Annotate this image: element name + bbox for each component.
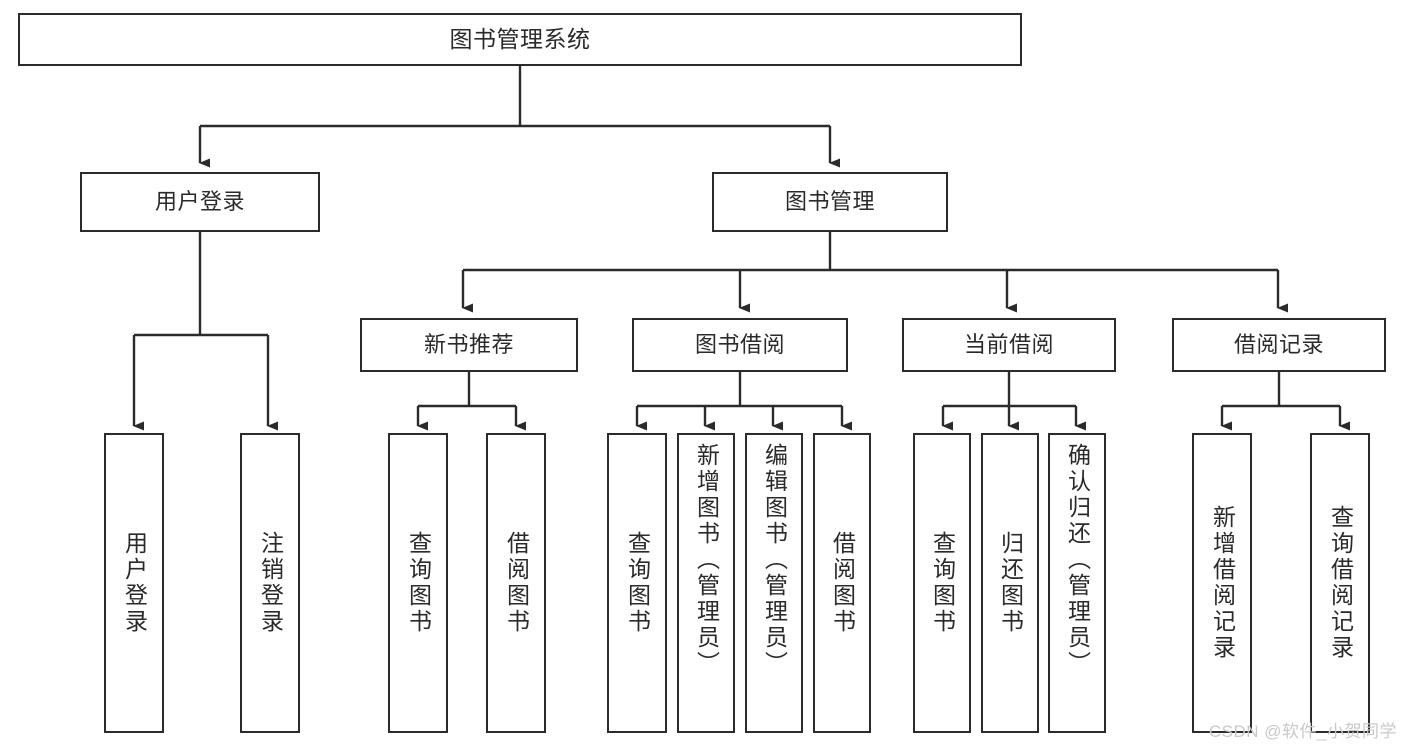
node-label: 查询借阅记录	[1327, 505, 1354, 661]
leaf-borrow-book[interactable]: 借阅图书	[813, 433, 871, 733]
leaf-confirm-return-admin[interactable]: 确认归还（管理员）	[1048, 433, 1106, 733]
node-label: 用户登录	[121, 531, 148, 635]
node-current-borrow[interactable]: 当前借阅	[902, 318, 1116, 372]
node-label: 图书管理	[784, 189, 875, 215]
leaf-borrow-book-recommend[interactable]: 借阅图书	[486, 433, 546, 733]
node-label: 图书借阅	[694, 332, 785, 358]
node-borrow-records[interactable]: 借阅记录	[1172, 318, 1386, 372]
node-label: 查询图书	[624, 531, 651, 635]
node-label: 用户登录	[154, 189, 245, 215]
node-label: 确认归还（管理员）	[1064, 443, 1091, 677]
leaf-query-book-current[interactable]: 查询图书	[913, 433, 971, 733]
node-label: 当前借阅	[963, 332, 1054, 358]
node-user-login[interactable]: 用户登录	[80, 172, 320, 232]
leaf-add-borrow-record[interactable]: 新增借阅记录	[1192, 433, 1252, 733]
node-label: 新增图书（管理员）	[693, 443, 720, 677]
node-label: 注销登录	[257, 531, 284, 635]
node-label: 编辑图书（管理员）	[761, 443, 788, 677]
node-book-borrow[interactable]: 图书借阅	[632, 318, 848, 372]
node-label: 查询图书	[405, 531, 432, 635]
node-label: 查询图书	[929, 531, 956, 635]
node-new-book-recommend[interactable]: 新书推荐	[360, 318, 578, 372]
leaf-add-book-admin[interactable]: 新增图书（管理员）	[677, 433, 735, 733]
node-label: 新书推荐	[423, 332, 514, 358]
node-book-management[interactable]: 图书管理	[712, 172, 948, 232]
leaf-edit-book-admin[interactable]: 编辑图书（管理员）	[745, 433, 803, 733]
node-root-system[interactable]: 图书管理系统	[18, 13, 1022, 66]
node-label: 新增借阅记录	[1209, 505, 1236, 661]
node-label: 借阅记录	[1233, 332, 1324, 358]
leaf-user-login[interactable]: 用户登录	[104, 433, 164, 733]
leaf-logout[interactable]: 注销登录	[240, 433, 300, 733]
leaf-query-book-recommend[interactable]: 查询图书	[388, 433, 448, 733]
node-label: 借阅图书	[829, 531, 856, 635]
node-label: 归还图书	[997, 531, 1024, 635]
node-label: 图书管理系统	[449, 26, 591, 53]
leaf-return-book[interactable]: 归还图书	[981, 433, 1039, 733]
leaf-query-borrow-record[interactable]: 查询借阅记录	[1310, 433, 1370, 733]
node-label: 借阅图书	[503, 531, 530, 635]
leaf-query-book-borrow[interactable]: 查询图书	[607, 433, 667, 733]
